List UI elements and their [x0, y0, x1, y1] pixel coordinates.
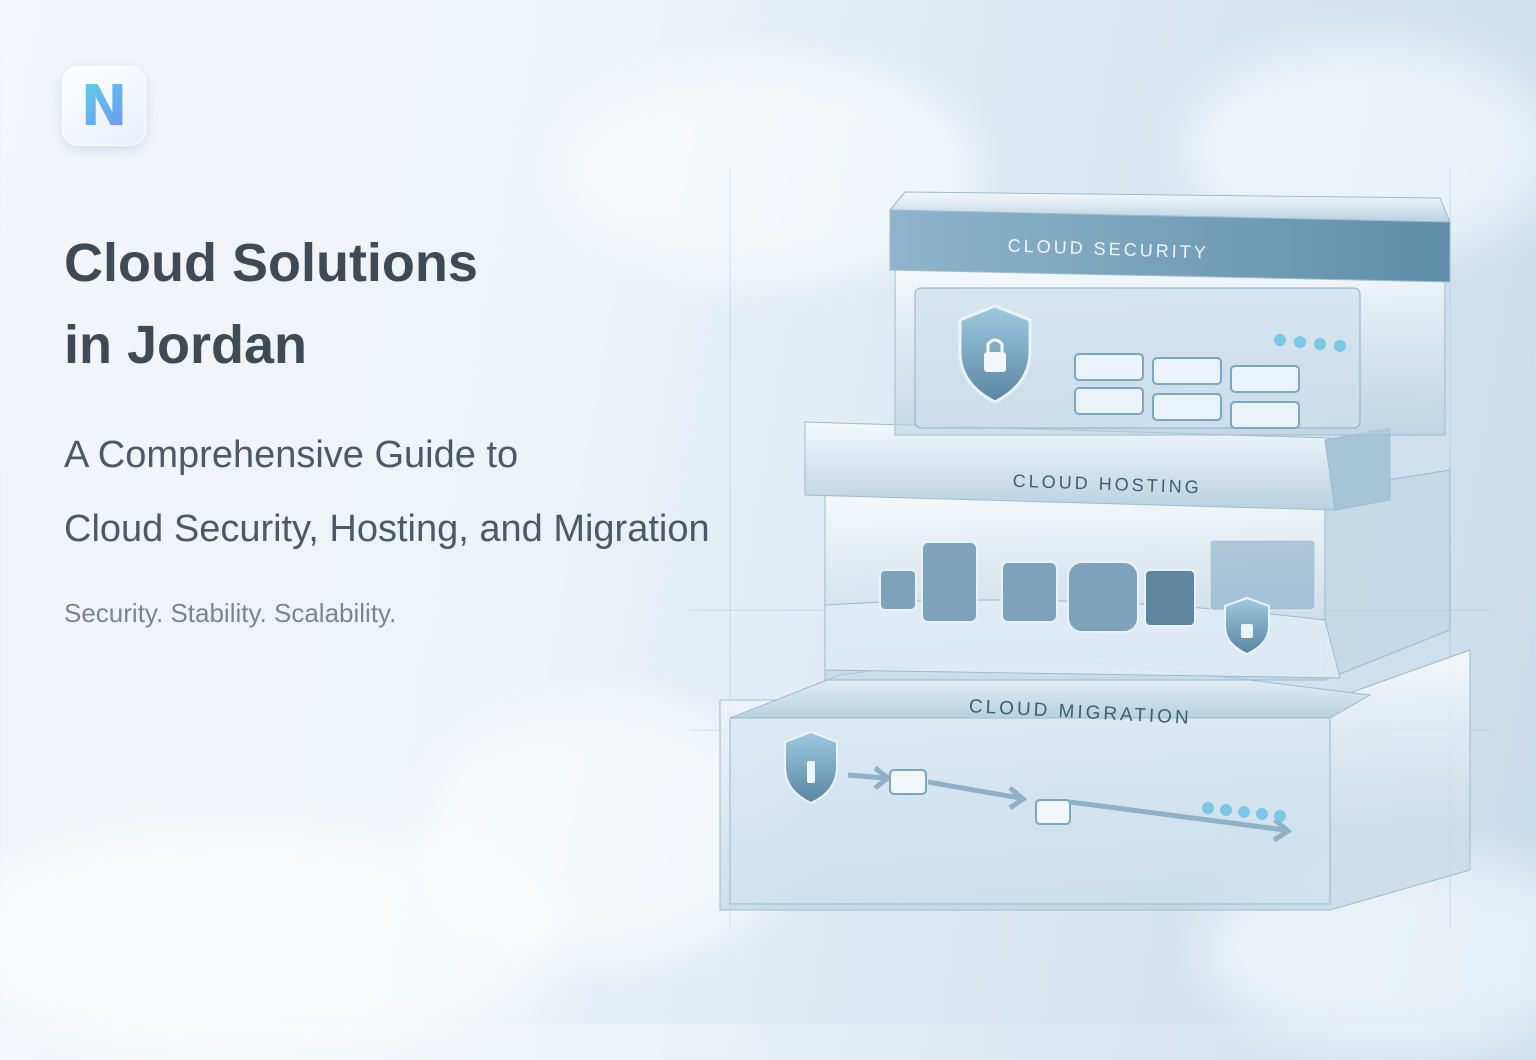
- title-line-1: Cloud Solutions: [64, 233, 478, 293]
- data-block-icon: [889, 769, 927, 795]
- cloud-stack-illustration: CLOUD MIGRATION CLOUD HOSTING: [690, 170, 1490, 930]
- server-panel: [1209, 539, 1316, 611]
- data-block-icon: [1035, 799, 1071, 825]
- status-dots-icon: [1202, 802, 1286, 822]
- lock-shield-icon: [958, 304, 1032, 404]
- logo-letter: N: [80, 73, 128, 139]
- brand-logo[interactable]: N: [62, 66, 146, 146]
- security-layer: CLOUD SECURITY: [888, 191, 1451, 436]
- tagline: Security. Stability. Scalability.: [64, 598, 397, 628]
- migration-layer: CLOUD MIGRATION: [719, 649, 1471, 911]
- subtitle-line-1: A Comprehensive Guide to: [64, 434, 519, 476]
- title-line-2: in Jordan: [64, 315, 308, 375]
- page-subtitle: A Comprehensive Guide to Cloud Security,…: [64, 418, 884, 566]
- database-icon: [879, 541, 1196, 633]
- shield-icon: [784, 730, 838, 805]
- server-units: [1074, 353, 1300, 429]
- shield-icon: [1224, 596, 1270, 656]
- subtitle-line-2: Cloud Security, Hosting, and Migration: [64, 508, 710, 550]
- hosting-layer: CLOUD HOSTING: [804, 421, 1451, 681]
- status-dots-icon: [1274, 334, 1346, 352]
- migration-arrow-icon: [847, 766, 1293, 843]
- page-title: Cloud Solutions in Jordan: [64, 222, 624, 386]
